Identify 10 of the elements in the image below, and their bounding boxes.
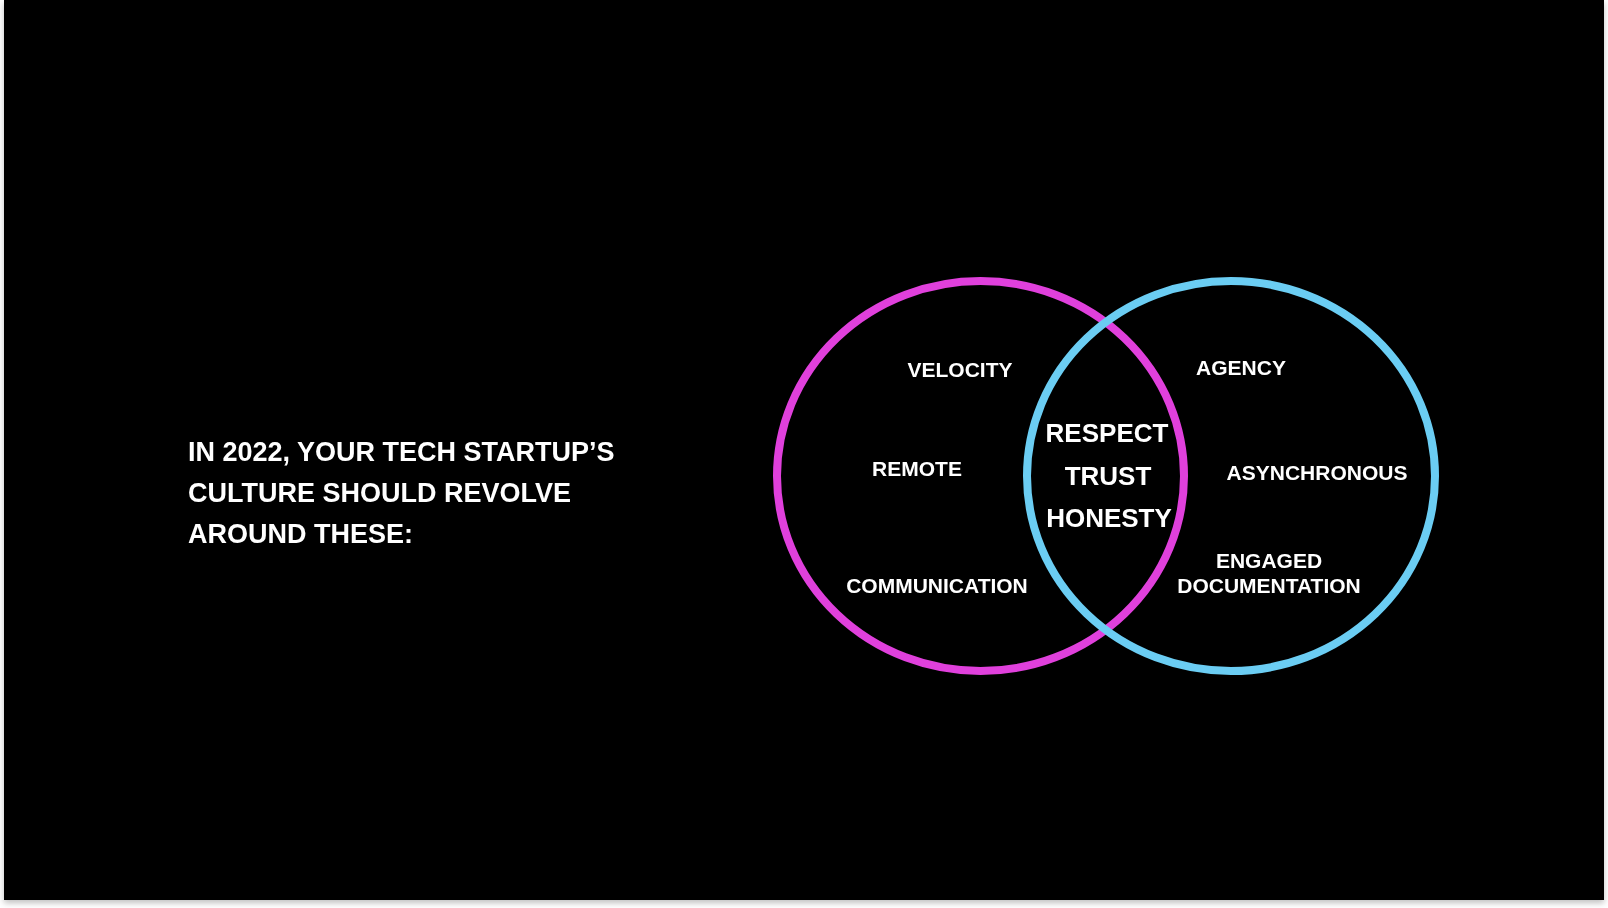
slide-title: IN 2022, YOUR TECH STARTUP’S CULTURE SHOULD REVOLVE AROUND THESE: <box>188 436 616 551</box>
term-label: COMMUNICATION <box>846 572 1028 598</box>
shared-term-label: HONESTY <box>1046 502 1172 534</box>
term-label: ENGAGED DOCUMENTATION <box>1176 548 1362 598</box>
term-label: AGENCY <box>1196 354 1286 380</box>
shared-term-label: TRUST <box>1064 460 1152 492</box>
shared-term-label: RESPECT <box>1045 417 1169 449</box>
term-label: REMOTE <box>872 455 962 481</box>
term-label: VELOCITY <box>907 356 1013 382</box>
term-label: ASYNCHRONOUS <box>1226 459 1408 485</box>
